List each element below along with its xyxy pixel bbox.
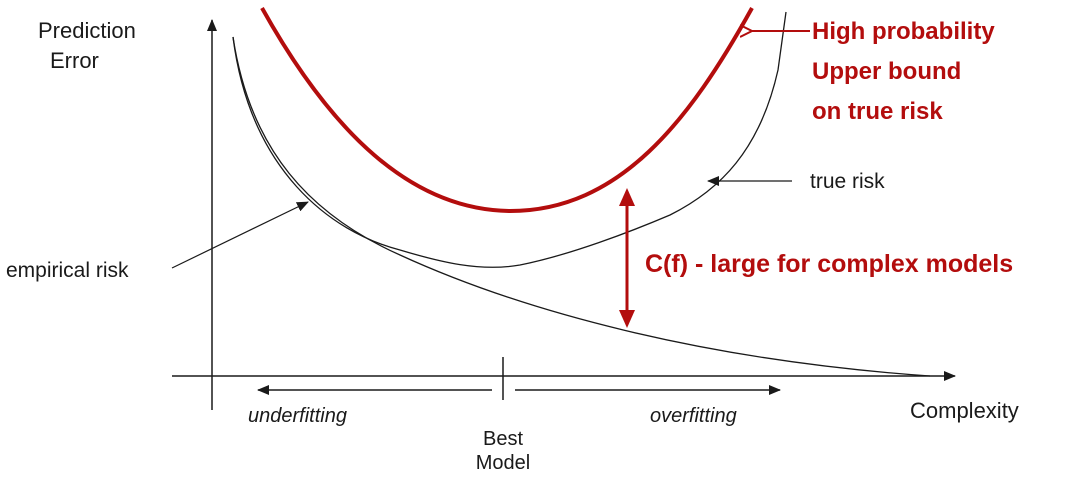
true-risk-curve	[232, 11, 787, 268]
overfitting-label: overfitting	[650, 405, 737, 427]
upper-bound-label-line1: High probability	[812, 18, 995, 45]
upper-bound-label-line2: Upper bound	[812, 58, 961, 85]
empirical-risk-label: empirical risk	[6, 259, 129, 282]
upper-bound-label-line3: on true risk	[812, 98, 943, 125]
y-axis-label-line2: Error	[50, 48, 99, 73]
y-axis-label-line1: Prediction	[38, 18, 136, 43]
empirical-risk-curve	[232, 36, 931, 377]
gap-label: C(f) - large for complex models	[645, 250, 1013, 278]
gap-arrow-head-top	[619, 188, 635, 206]
underfitting-label: underfitting	[248, 405, 347, 427]
upper-bound-curve	[260, 7, 754, 214]
best-model-label-line2: Model	[476, 452, 530, 474]
gap-arrow-head-bottom	[619, 310, 635, 328]
x-axis-label: Complexity	[910, 398, 1019, 423]
best-model-label-line1: Best	[483, 428, 523, 450]
empirical-risk-pointer	[171, 201, 309, 269]
true-risk-label: true risk	[810, 170, 885, 193]
